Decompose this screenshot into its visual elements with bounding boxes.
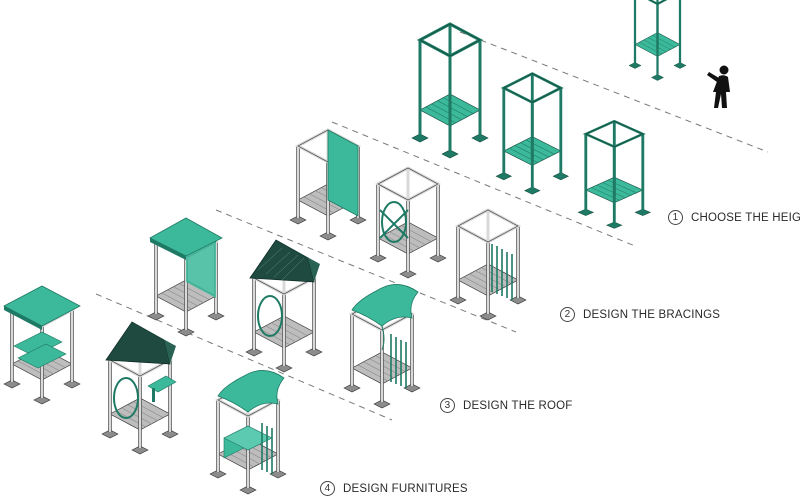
module-bracing-cross	[368, 166, 448, 280]
divider-line-1	[459, 31, 769, 153]
step-label-2: 2 DESIGN THE BRACINGS	[560, 307, 720, 322]
step-text: DESIGN FURNITURES	[343, 482, 468, 495]
module-height-1	[410, 22, 490, 160]
module-furniture-table	[100, 321, 180, 456]
step-number: 3	[440, 398, 455, 413]
step-label-4: 4 DESIGN FURNITURES	[320, 481, 468, 496]
step-number: 2	[560, 307, 575, 322]
divider-line-3	[215, 209, 517, 333]
step-number: 4	[320, 481, 335, 496]
step-text: DESIGN THE BRACINGS	[583, 308, 721, 321]
step-text: CHOOSE THE HEIGHT	[691, 211, 800, 224]
module-height-2	[494, 72, 570, 196]
divider-lines	[95, 31, 769, 421]
step-label-1: 1 CHOOSE THE HEIGHT	[668, 210, 800, 225]
module-furniture-cabinet	[208, 370, 288, 496]
module-height-tall-back	[627, 0, 688, 82]
step-number: 1	[668, 210, 683, 225]
human-figure-icon	[707, 65, 730, 108]
module-roof-gable	[244, 239, 324, 374]
module-roof-flat	[146, 217, 226, 338]
step-text: DESIGN THE ROOF	[463, 399, 573, 412]
step-label-3: 3 DESIGN THE ROOF	[440, 398, 573, 413]
divider-line-4	[95, 293, 393, 421]
module-bracing-panel	[288, 128, 368, 242]
module-furniture-bench	[2, 285, 82, 406]
module-bracing-slats	[448, 208, 528, 322]
module-height-3	[576, 119, 652, 230]
module-roof-curved	[342, 284, 422, 410]
